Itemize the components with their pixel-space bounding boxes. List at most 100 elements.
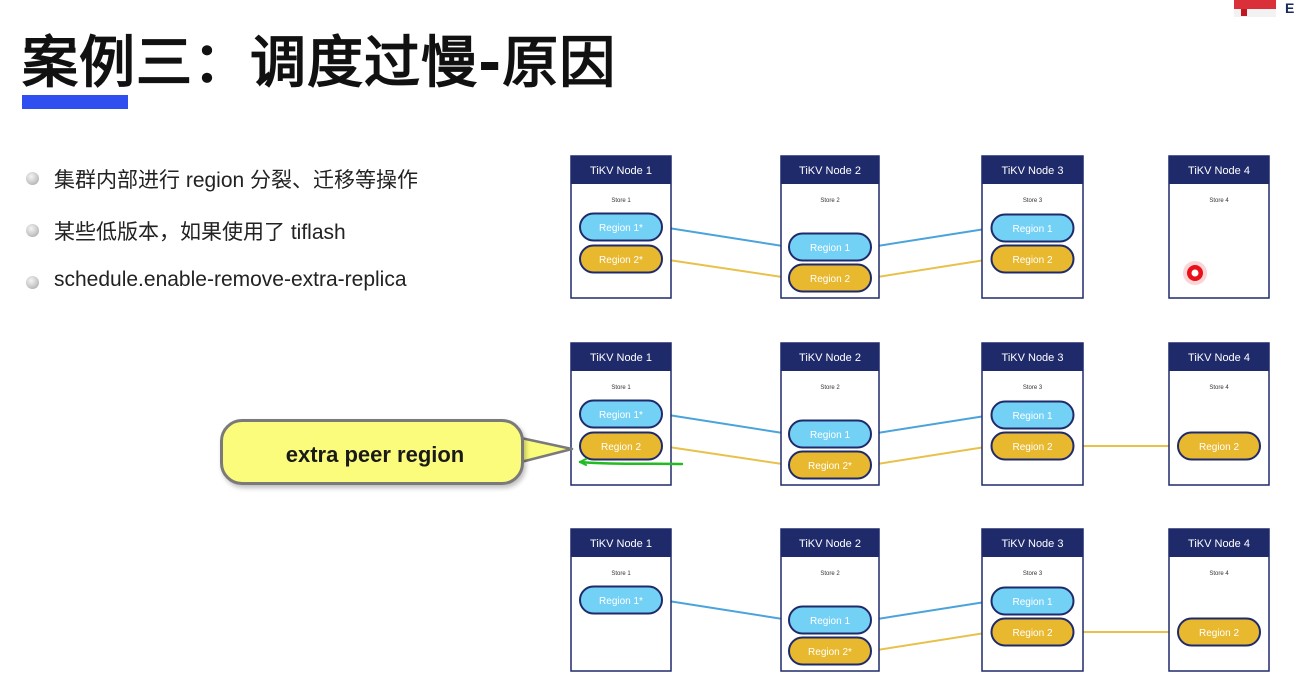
region-label: Region 2 xyxy=(1012,628,1052,639)
region-label: Region 2* xyxy=(599,255,643,266)
region-label: Region 2 xyxy=(601,442,641,453)
region-pill xyxy=(579,244,663,274)
title-accent-bar xyxy=(22,95,128,109)
store-label: Store 2 xyxy=(820,198,840,204)
bullet-text: schedule.enable-remove-extra-replica xyxy=(54,268,407,291)
replica-link xyxy=(661,258,790,279)
tikv-node-title: TiKV Node 1 xyxy=(590,352,652,364)
region-pill xyxy=(579,212,663,242)
extra-peer-callout: extra peer region xyxy=(220,419,524,485)
region-pill xyxy=(579,431,663,461)
region-pill xyxy=(1177,431,1261,461)
tikv-node-title: TiKV Node 3 xyxy=(1002,352,1064,364)
page-title: 案例三：调度过慢-原因 xyxy=(22,31,617,96)
tikv-node-header xyxy=(1169,156,1269,184)
tikv-node-title: TiKV Node 3 xyxy=(1002,165,1064,177)
tikv-node-header xyxy=(781,156,879,184)
store-label: Store 3 xyxy=(1023,571,1043,577)
region-pill xyxy=(579,585,663,615)
bullet-dot-icon xyxy=(26,172,39,185)
tikv-node-title: TiKV Node 4 xyxy=(1188,538,1250,550)
tikv-node-header xyxy=(781,529,879,557)
region-label: Region 1* xyxy=(599,410,643,421)
replica-link xyxy=(661,413,790,435)
tikv-node-header xyxy=(982,529,1083,557)
replica-link xyxy=(870,414,992,435)
region-pill xyxy=(788,419,872,449)
tikv-node-title: TiKV Node 1 xyxy=(590,165,652,177)
store-label: Store 1 xyxy=(611,198,631,204)
region-pill xyxy=(788,450,872,480)
bullet-item: 集群内部进行 region 分裂、迁移等操作 xyxy=(26,160,418,212)
logo-icon xyxy=(1234,0,1276,17)
region-label: Region 1 xyxy=(810,616,850,627)
bullet-dot-icon xyxy=(26,224,39,237)
callout-pointer xyxy=(519,436,574,464)
region-pill xyxy=(1177,617,1261,647)
bullet-text: 某些低版本，如果使用了 tiflash xyxy=(54,221,346,244)
region-label: Region 2 xyxy=(1199,628,1239,639)
green-underline xyxy=(578,460,684,466)
region-pill xyxy=(788,636,872,666)
store-label: Store 3 xyxy=(1023,385,1043,391)
tikv-node-header xyxy=(1169,529,1269,557)
bullet-dot-icon xyxy=(26,276,39,289)
replica-link xyxy=(870,445,992,466)
tikv-node-header xyxy=(1169,343,1269,371)
region-label: Region 2* xyxy=(808,461,852,472)
green-underline-tip xyxy=(579,458,587,466)
region-pill xyxy=(990,244,1075,274)
region-pill xyxy=(788,605,872,635)
region-label: Region 2 xyxy=(810,274,850,285)
region-label: Region 1 xyxy=(1012,411,1052,422)
region-pill xyxy=(990,431,1075,461)
tikv-node-title: TiKV Node 2 xyxy=(799,352,861,364)
region-pill xyxy=(990,586,1075,616)
region-pill xyxy=(990,400,1075,430)
replica-link xyxy=(661,599,790,621)
tikv-node-header xyxy=(982,343,1083,371)
tikv-node-title: TiKV Node 1 xyxy=(590,538,652,550)
tikv-node-title: TiKV Node 4 xyxy=(1188,352,1250,364)
region-pill xyxy=(788,232,872,262)
tikv-node-header xyxy=(571,529,671,557)
region-pill xyxy=(788,263,872,293)
region-pill xyxy=(579,399,663,429)
pointer-marker-center xyxy=(1191,269,1199,277)
bullet-list: 集群内部进行 region 分裂、迁移等操作 某些低版本，如果使用了 tifla… xyxy=(26,160,418,316)
region-label: Region 2 xyxy=(1199,442,1239,453)
region-label: Region 1 xyxy=(810,430,850,441)
tikv-node-title: TiKV Node 3 xyxy=(1002,538,1064,550)
tikv-node-title: TiKV Node 2 xyxy=(799,538,861,550)
tikv-node-header xyxy=(571,343,671,371)
region-label: Region 1 xyxy=(1012,597,1052,608)
tikv-node-title: TiKV Node 2 xyxy=(799,165,861,177)
store-label: Store 1 xyxy=(611,571,631,577)
region-label: Region 2 xyxy=(1012,442,1052,453)
bullet-item: schedule.enable-remove-extra-replica xyxy=(26,264,407,316)
region-label: Region 2 xyxy=(1012,255,1052,266)
store-label: Store 3 xyxy=(1023,198,1043,204)
replica-link xyxy=(870,600,992,621)
tikv-node-header xyxy=(982,156,1083,184)
replica-link xyxy=(661,226,790,248)
callout-label: extra peer region xyxy=(285,442,465,467)
store-label: Store 2 xyxy=(820,385,840,391)
tikv-node-title: TiKV Node 4 xyxy=(1188,165,1250,177)
region-pill xyxy=(990,617,1075,647)
bullet-text: 集群内部进行 region 分裂、迁移等操作 xyxy=(54,169,419,192)
store-label: Store 4 xyxy=(1209,385,1229,391)
replica-link xyxy=(661,445,790,466)
region-label: Region 1* xyxy=(599,596,643,607)
region-label: Region 1* xyxy=(599,223,643,234)
region-label: Region 1 xyxy=(810,243,850,254)
replica-link xyxy=(870,258,992,279)
tikv-node-header xyxy=(571,156,671,184)
store-label: Store 1 xyxy=(611,385,631,391)
replica-link xyxy=(870,227,992,248)
store-label: Store 2 xyxy=(820,571,840,577)
store-label: Store 4 xyxy=(1209,571,1229,577)
region-label: Region 1 xyxy=(1012,224,1052,235)
region-pill xyxy=(990,213,1075,243)
